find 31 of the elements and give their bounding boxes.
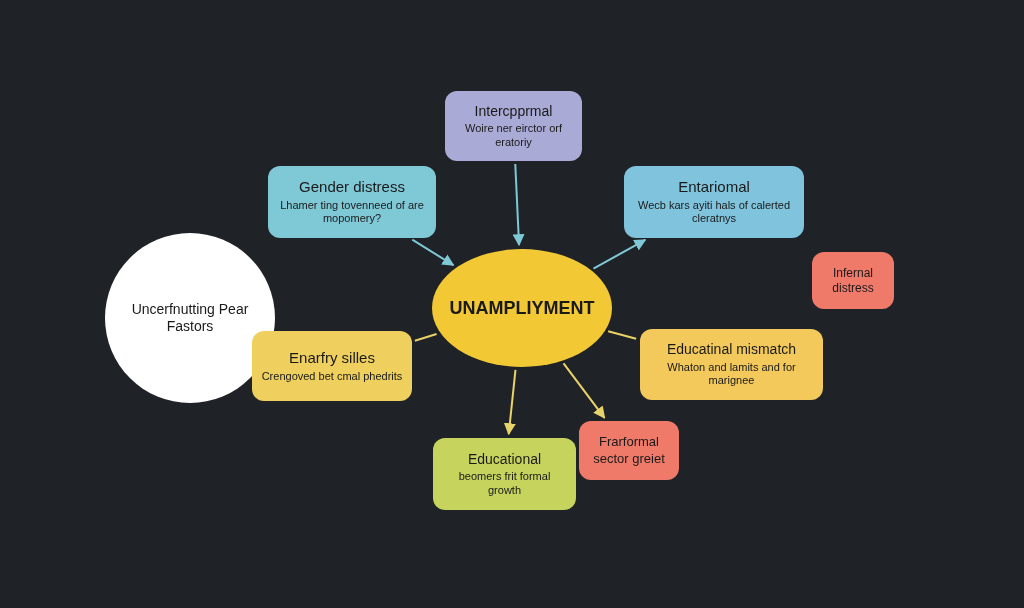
node-title: Uncerfnutting Pear Fastors bbox=[130, 300, 250, 336]
topic-box bbox=[252, 331, 412, 401]
topic-box bbox=[433, 438, 576, 510]
node-title: Frarformal sector greiet bbox=[592, 434, 666, 467]
topic-box bbox=[268, 166, 436, 238]
topic-box bbox=[579, 421, 679, 480]
topic-box bbox=[624, 166, 804, 238]
node-description: Wecb kars ayiti hals of calerted cleratnys bbox=[637, 198, 791, 227]
node-description: Crengoved bet cmal phedrits bbox=[261, 369, 403, 384]
connector-line bbox=[413, 333, 438, 342]
node-title: Gender distress bbox=[299, 177, 405, 197]
node-title: Educatinal mismatch bbox=[666, 341, 797, 359]
arrow bbox=[503, 368, 517, 436]
arrow bbox=[411, 238, 455, 267]
node-description: Lhamer ting tovenneed of are mopomery? bbox=[279, 198, 425, 227]
node-title: UNAMPLIYMENT bbox=[449, 296, 595, 320]
node-title: Infernal distress bbox=[831, 265, 875, 296]
node-description: Woire ner eirctor orf eratoriy bbox=[464, 122, 563, 150]
node-title: Educational bbox=[467, 450, 542, 468]
arrow bbox=[512, 163, 525, 247]
topic-box bbox=[445, 91, 582, 161]
node-title: Intercpprmal bbox=[474, 102, 553, 120]
node-description: beomers frit formal growth bbox=[457, 470, 552, 498]
node-description: Whaton and lamits and for marignee bbox=[666, 360, 797, 388]
topic-box bbox=[812, 252, 894, 309]
connector-line bbox=[607, 330, 638, 340]
arrow bbox=[562, 362, 606, 419]
node-title: Enarfry silles bbox=[289, 348, 375, 368]
topic-box bbox=[640, 329, 823, 400]
node-title: Entariomal bbox=[678, 177, 750, 197]
arrow bbox=[592, 238, 647, 270]
